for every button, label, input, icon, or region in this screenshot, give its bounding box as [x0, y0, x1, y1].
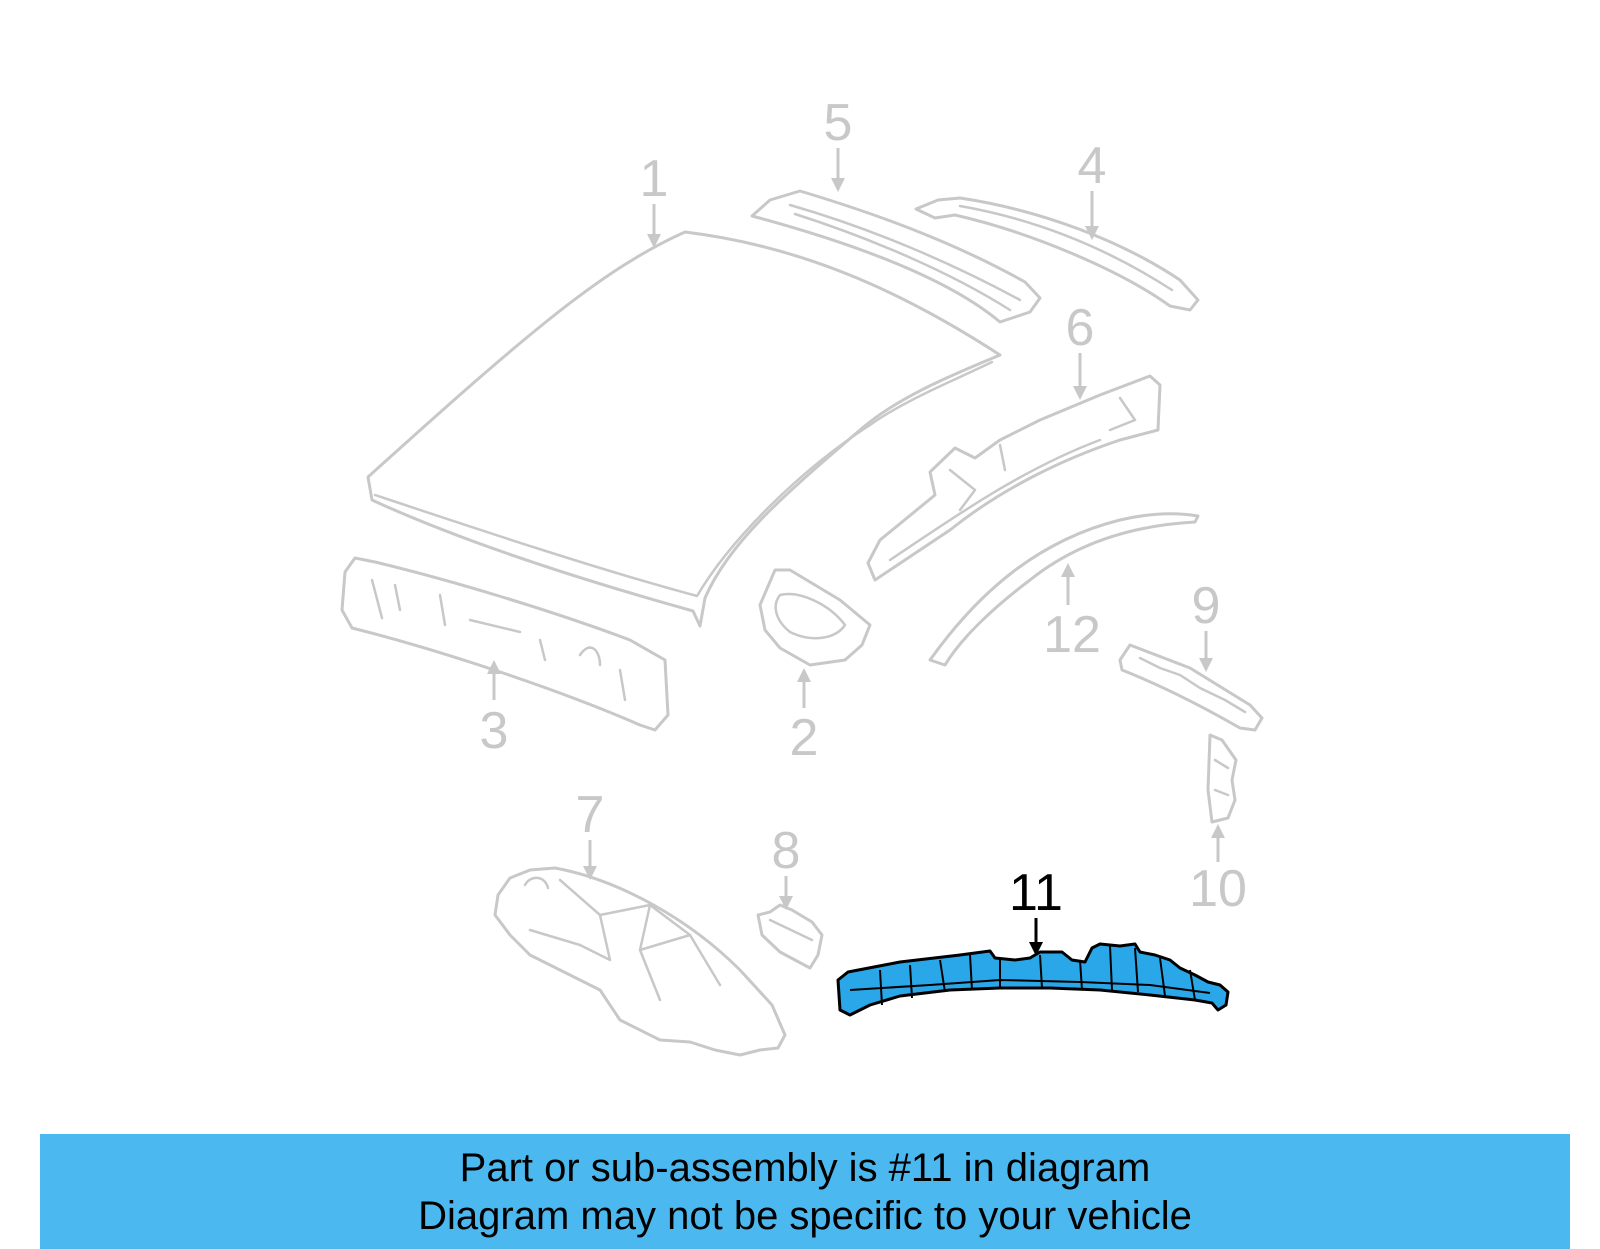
arrowhead-6: [1073, 386, 1087, 400]
callout-8: 8: [772, 822, 801, 910]
arrowhead-8: [779, 896, 793, 910]
arrowhead-3: [487, 660, 501, 674]
callout-label-12: 12: [1043, 606, 1101, 664]
callout-9: 9: [1192, 577, 1221, 672]
part-6-inner-rail: [866, 374, 1162, 582]
callout-label-2: 2: [790, 709, 819, 767]
callout-2: 2: [790, 668, 819, 767]
part-4-roof-rail: [914, 196, 1200, 312]
part-2-bracket: [758, 568, 872, 667]
info-banner: Part or sub-assembly is #11 in diagram D…: [40, 1134, 1570, 1249]
callout-12: 12: [1043, 563, 1101, 664]
callout-label-8: 8: [772, 822, 801, 880]
callout-label-1: 1: [640, 150, 669, 208]
part-3-rear-header: [340, 556, 670, 732]
part-5-windshield-header: [750, 189, 1042, 324]
callout-label-10: 10: [1189, 860, 1247, 918]
callout-1: 1: [640, 150, 669, 248]
part-8-small-bracket: [756, 903, 824, 970]
callout-label-11: 11: [1009, 864, 1063, 922]
callout-4: 4: [1078, 137, 1107, 240]
callout-label-7: 7: [576, 786, 605, 844]
part-9-reinforcement: [1118, 643, 1264, 732]
arrowhead-2: [797, 668, 811, 682]
part-11-rear-reinforcement: [836, 942, 1230, 1017]
callout-7: 7: [576, 786, 605, 880]
arrowhead-4: [1085, 226, 1099, 240]
callout-10: 10: [1189, 824, 1247, 918]
callout-label-6: 6: [1066, 299, 1095, 357]
callout-label-5: 5: [824, 94, 853, 152]
part-12-roof-bow: [928, 512, 1200, 667]
arrowhead-11: [1029, 942, 1043, 956]
part-10-bracket: [1206, 733, 1238, 824]
banner-line-disclaimer: Diagram may not be specific to your vehi…: [418, 1194, 1192, 1238]
callout-6: 6: [1066, 299, 1095, 400]
banner-line-part-number: Part or sub-assembly is #11 in diagram: [459, 1146, 1151, 1190]
part-7-package-tray: [493, 866, 787, 1057]
arrowhead-12: [1061, 563, 1075, 577]
callout-label-9: 9: [1192, 577, 1221, 635]
callout-label-3: 3: [480, 702, 509, 760]
arrowhead-7: [583, 866, 597, 880]
arrowhead-1: [647, 234, 661, 248]
arrowhead-5: [831, 178, 845, 192]
arrowhead-9: [1199, 658, 1213, 672]
callout-3: 3: [480, 660, 509, 760]
callout-label-4: 4: [1078, 137, 1107, 195]
callout-5: 5: [824, 94, 853, 192]
callout-11: 11: [1009, 864, 1063, 956]
arrowhead-10: [1211, 824, 1225, 838]
part-1-roof-panel: [366, 230, 1002, 628]
